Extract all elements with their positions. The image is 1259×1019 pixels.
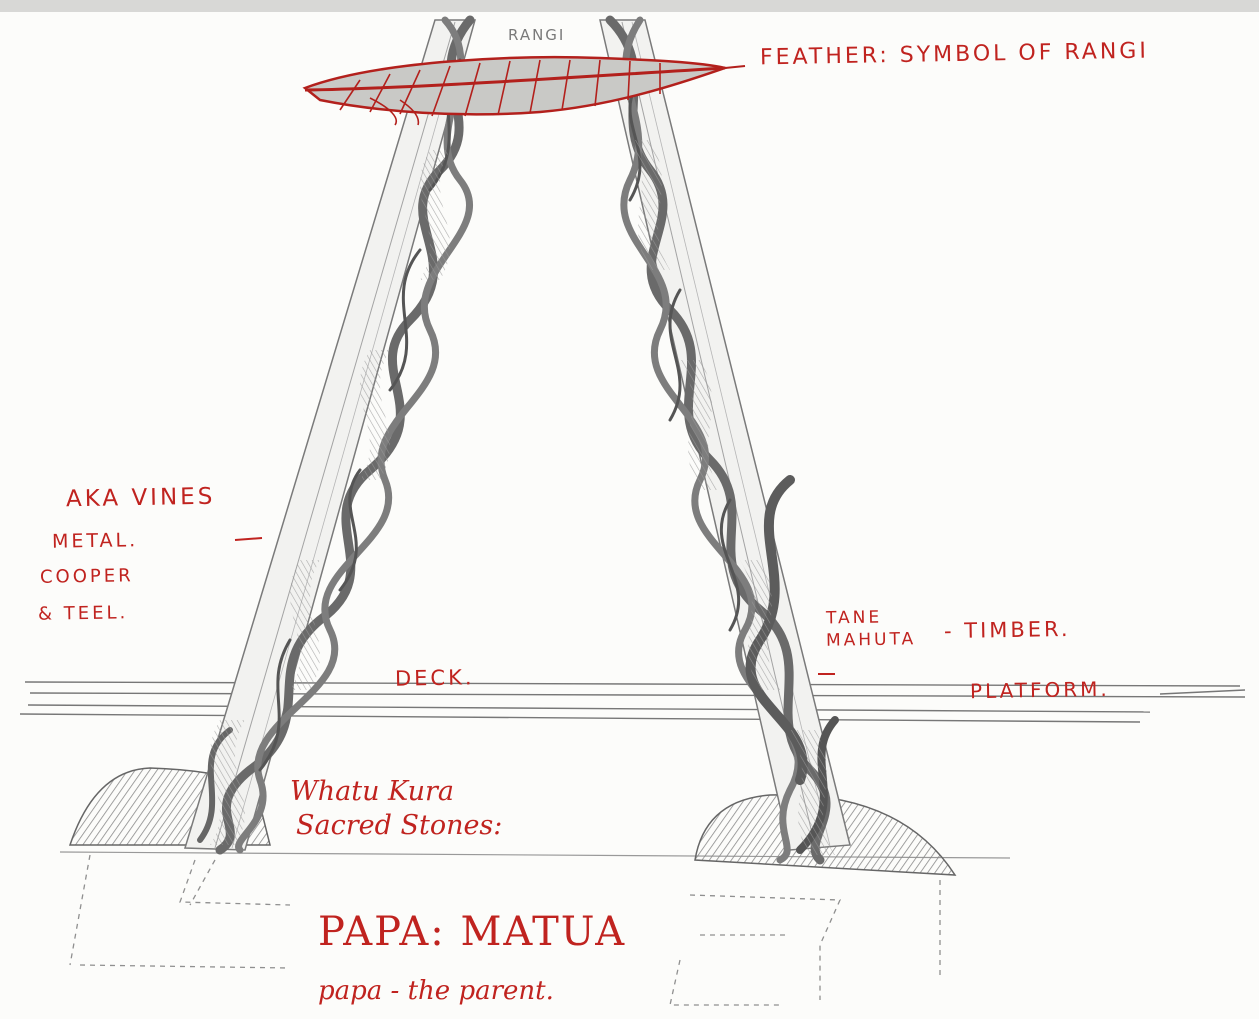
scan-edge xyxy=(0,0,1259,12)
steel-label: & TEEL. xyxy=(38,604,129,624)
papa-parent-caption: papa - the parent. xyxy=(318,978,554,1004)
papa-matua-title: PAPA: MATUA xyxy=(318,912,626,952)
deck-label: DECK. xyxy=(395,667,475,689)
aka-vines-label: AKA VINES xyxy=(66,486,216,512)
feather xyxy=(305,57,745,125)
sacred-stones-label: Sacred Stones: xyxy=(296,812,502,839)
platform-label: PLATFORM. xyxy=(970,679,1110,701)
tane-label: TANE xyxy=(826,610,882,628)
mahuta-label: MAHUTA xyxy=(826,631,917,650)
whatu-kura-label: Whatu Kura xyxy=(290,778,454,805)
metal-label: METAL. xyxy=(52,531,138,552)
rangi-label: RANGI xyxy=(508,28,565,43)
timber-label: - TIMBER. xyxy=(944,619,1071,642)
cooper-label: COOPER xyxy=(40,567,134,587)
